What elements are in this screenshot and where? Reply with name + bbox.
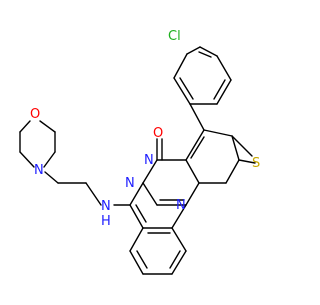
bond	[179, 77, 194, 100]
bond	[231, 135, 253, 157]
bond	[185, 182, 200, 206]
bond	[142, 182, 158, 206]
bond	[185, 159, 200, 184]
bond	[135, 204, 147, 223]
bond	[173, 77, 191, 105]
molecule-diagram: Cl O S N N N N H N O	[19, 29, 260, 275]
bond	[216, 79, 232, 105]
sulfur-label: S	[252, 156, 260, 171]
bond	[190, 136, 205, 159]
bond	[186, 46, 201, 55]
bond	[216, 55, 232, 81]
bond	[225, 159, 240, 184]
structure-svg: Cl O S N N N N H N O	[19, 29, 260, 275]
bridgehead-nitrogen-label: N	[144, 153, 154, 168]
bond	[142, 159, 158, 184]
bond	[213, 79, 226, 100]
nitrogen-label-lower: N	[176, 198, 186, 213]
bond	[43, 151, 56, 168]
bonds	[19, 46, 256, 275]
bond	[129, 227, 144, 252]
carbonyl-oxygen-label: O	[153, 126, 163, 141]
nitrogen-label-upper: N	[125, 176, 135, 191]
morpholine-oxygen-label: O	[30, 107, 40, 122]
bond	[19, 120, 31, 133]
bond	[238, 159, 256, 164]
bond	[171, 204, 187, 229]
chlorine-label: Cl	[168, 29, 181, 44]
amine-hydrogen-label: H	[101, 214, 111, 229]
bond	[198, 51, 212, 58]
bond	[173, 53, 188, 79]
bond	[44, 171, 59, 184]
bond	[129, 182, 144, 206]
amine-nitrogen-label: N	[101, 199, 111, 214]
bond	[129, 250, 144, 275]
bond	[39, 120, 56, 133]
bond	[171, 227, 187, 252]
bond	[136, 250, 148, 269]
bond	[169, 250, 181, 269]
bond	[199, 46, 218, 57]
morpholine-nitrogen-label: N	[34, 163, 44, 178]
bond	[189, 103, 205, 131]
bond	[185, 129, 205, 161]
bond	[203, 129, 233, 137]
bond	[85, 182, 102, 206]
bond	[19, 151, 35, 168]
bond	[171, 250, 187, 275]
bond	[129, 204, 144, 229]
bond	[231, 135, 240, 161]
